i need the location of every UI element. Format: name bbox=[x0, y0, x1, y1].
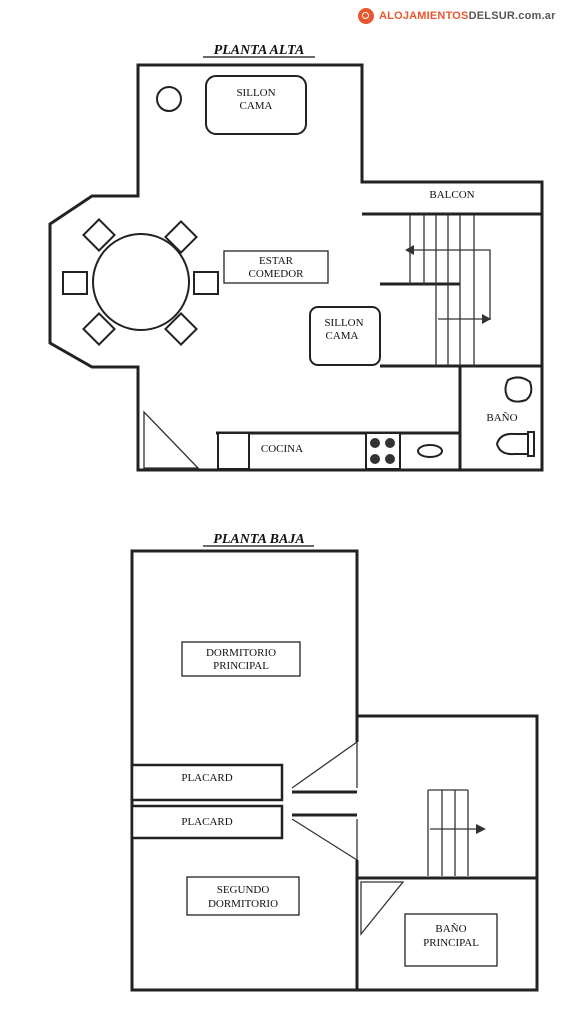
master-bathroom-label-box bbox=[404, 913, 498, 967]
sofa-bed-2-label-line1: SILLON bbox=[324, 317, 363, 329]
upper-floor: PLANTA ALTA SILLON CAMA BALCON bbox=[48, 43, 544, 472]
closet-1-label: PLACARD bbox=[181, 772, 232, 784]
second-bedroom-label-box bbox=[186, 876, 300, 916]
master-bathroom-label-line1: BAÑO bbox=[435, 923, 466, 935]
toilet-tank bbox=[527, 431, 535, 457]
kitchen-label: COCINA bbox=[261, 443, 303, 455]
brand-name-part1: ALOJAMIENTOS bbox=[379, 10, 469, 22]
bathroom-door bbox=[360, 881, 405, 936]
bathroom-sink-icon bbox=[504, 376, 533, 403]
lower-floor-title: PLANTA BAJA bbox=[213, 532, 304, 547]
closet-2-label: PLACARD bbox=[181, 816, 232, 828]
fridge bbox=[217, 432, 250, 470]
second-bedroom-door bbox=[291, 818, 358, 862]
living-dining-label-line1: ESTAR bbox=[259, 255, 294, 267]
dining-table bbox=[62, 218, 219, 346]
sofa-bed-2-label-line2: CAMA bbox=[325, 330, 358, 342]
toilet-icon bbox=[495, 432, 529, 456]
brand-logo: ALOJAMIENTOS DELSUR .com.ar bbox=[358, 6, 556, 26]
master-bedroom-door bbox=[291, 740, 358, 789]
lower-stairs bbox=[427, 789, 486, 876]
lower-floor: PLANTA BAJA PLACARD PLACARD bbox=[130, 532, 539, 992]
master-bathroom-label-line2: PRINCIPAL bbox=[423, 937, 479, 949]
lower-floor-outer-wall bbox=[130, 549, 539, 992]
upper-floor-outer-wall bbox=[48, 63, 544, 472]
living-dining-label-box bbox=[223, 250, 329, 284]
closet-1 bbox=[130, 763, 284, 802]
master-bedroom-label-line2: PRINCIPAL bbox=[213, 660, 269, 672]
plant-pot-icon bbox=[156, 86, 182, 112]
upper-floor-title: PLANTA ALTA bbox=[214, 43, 305, 58]
living-dining-label-line2: COMEDOR bbox=[248, 268, 304, 280]
second-bedroom-label-line1: SEGUNDO bbox=[217, 884, 270, 896]
sofa-bed-2 bbox=[309, 306, 381, 366]
balcony-label: BALCON bbox=[429, 189, 474, 201]
second-bedroom-label-line2: DORMITORIO bbox=[208, 898, 278, 910]
master-bedroom-label-line1: DORMITORIO bbox=[206, 647, 276, 659]
bathroom-label: BAÑO bbox=[486, 412, 517, 424]
master-bedroom-label-box bbox=[181, 641, 301, 677]
stove-icon bbox=[365, 432, 401, 470]
upper-stairs bbox=[405, 214, 491, 366]
sofa-bed-1 bbox=[205, 75, 307, 135]
brand-name-part3: .com.ar bbox=[515, 10, 556, 22]
kitchen-sink-icon bbox=[417, 444, 443, 458]
map-pin-icon bbox=[358, 8, 374, 24]
closet-2 bbox=[130, 804, 284, 840]
sofa-bed-1-label-line2: CAMA bbox=[239, 100, 272, 112]
sofa-bed-1-label-line1: SILLON bbox=[236, 87, 275, 99]
brand-name-part2: DELSUR bbox=[468, 10, 516, 22]
upper-entry-door bbox=[143, 410, 200, 469]
